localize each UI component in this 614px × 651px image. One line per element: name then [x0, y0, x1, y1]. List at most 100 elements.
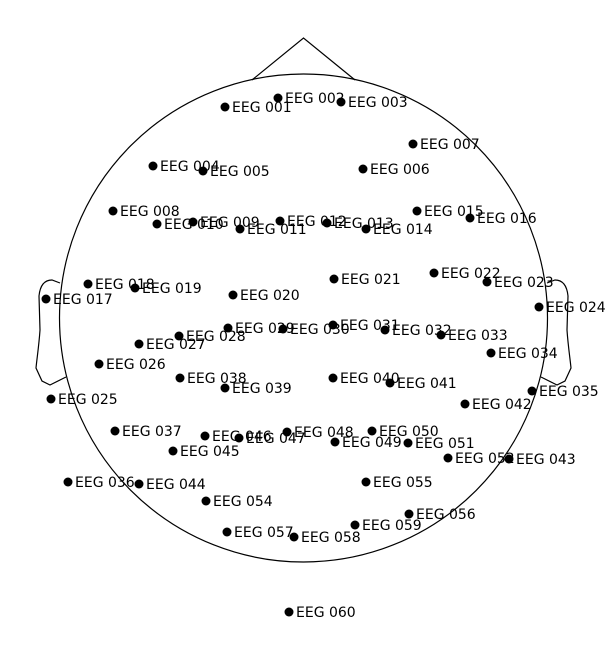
- sensor-marker: EEG 024: [534, 300, 606, 316]
- sensor-dot: [412, 206, 422, 216]
- sensor-marker: EEG 016: [465, 211, 537, 227]
- sensor-marker: EEG 058: [289, 530, 361, 546]
- sensor-label: EEG 015: [424, 204, 484, 220]
- sensor-dot: [278, 324, 288, 334]
- sensor-dot: [220, 102, 230, 112]
- sensor-dot: [465, 213, 475, 223]
- sensor-dot: [350, 520, 360, 530]
- head-circle: [58, 73, 549, 563]
- sensor-marker: EEG 033: [436, 328, 508, 344]
- sensor-label: EEG 043: [516, 452, 576, 468]
- sensor-dot: [63, 477, 73, 487]
- sensor-label: EEG 033: [448, 328, 508, 344]
- sensor-marker: EEG 006: [358, 162, 430, 178]
- sensor-marker: EEG 002: [273, 91, 345, 107]
- sensor-marker: EEG 042: [460, 397, 532, 413]
- sensor-marker: EEG 054: [201, 494, 273, 510]
- sensor-dot: [527, 386, 537, 396]
- sensor-label: EEG 021: [341, 272, 401, 288]
- sensor-marker: EEG 012: [275, 214, 347, 230]
- sensor-dot: [41, 294, 51, 304]
- sensor-dot: [175, 373, 185, 383]
- sensor-dot: [460, 399, 470, 409]
- sensor-marker: EEG 041: [385, 376, 457, 392]
- sensor-dot: [380, 325, 390, 335]
- sensor-dot: [322, 218, 332, 228]
- sensor-marker: EEG 013: [322, 216, 394, 232]
- sensor-dot: [201, 496, 211, 506]
- sensor-marker: EEG 049: [330, 435, 402, 451]
- left-ear-outline: [35, 279, 67, 386]
- sensor-dot: [134, 479, 144, 489]
- sensor-label: EEG 026: [106, 357, 166, 373]
- sensor-dot: [361, 477, 371, 487]
- sensor-label: EEG 007: [420, 137, 480, 153]
- sensor-dot: [228, 290, 238, 300]
- sensor-dot: [284, 607, 294, 617]
- sensor-label: EEG 029: [235, 321, 295, 337]
- sensor-marker: EEG 023: [482, 275, 554, 291]
- sensor-dot: [328, 320, 338, 330]
- sensor-label: EEG 035: [539, 384, 599, 400]
- sensor-dot: [275, 216, 285, 226]
- sensor-label: EEG 055: [373, 475, 433, 491]
- sensor-dot: [130, 283, 140, 293]
- sensor-marker: EEG 005: [198, 164, 270, 180]
- sensor-dot: [482, 277, 492, 287]
- sensor-dot: [534, 302, 544, 312]
- sensor-marker: EEG 048: [282, 425, 354, 441]
- sensor-marker: EEG 043: [504, 452, 576, 468]
- sensor-marker: EEG 020: [228, 288, 300, 304]
- sensor-marker: EEG 001: [220, 100, 292, 116]
- sensor-label: EEG 010: [164, 217, 224, 233]
- sensor-label: EEG 005: [210, 164, 270, 180]
- sensor-dot: [94, 359, 104, 369]
- sensor-dot: [436, 330, 446, 340]
- sensor-dot: [328, 373, 338, 383]
- sensor-dot: [330, 437, 340, 447]
- sensor-dot: [403, 438, 413, 448]
- sensor-label: EEG 024: [546, 300, 606, 316]
- sensor-marker: EEG 059: [350, 518, 422, 534]
- sensor-label: EEG 009: [200, 215, 260, 231]
- sensor-marker: EEG 050: [367, 424, 439, 440]
- sensor-dot: [486, 348, 496, 358]
- sensor-label: EEG 025: [58, 392, 118, 408]
- sensor-marker: EEG 008: [108, 204, 180, 220]
- sensor-marker: EEG 044: [134, 477, 206, 493]
- sensor-dot: [46, 394, 56, 404]
- sensor-label: EEG 045: [180, 444, 240, 460]
- sensor-label: EEG 016: [477, 211, 537, 227]
- sensor-label: EEG 002: [285, 91, 345, 107]
- sensor-label: EEG 001: [232, 100, 292, 116]
- sensor-label: EEG 054: [213, 494, 273, 510]
- sensor-marker: EEG 040: [328, 371, 400, 387]
- sensor-dot: [443, 453, 453, 463]
- sensor-dot: [200, 431, 210, 441]
- sensor-label: EEG 008: [120, 204, 180, 220]
- sensor-label: EEG 060: [296, 605, 356, 621]
- sensor-marker: EEG 014: [361, 222, 433, 238]
- sensor-label: EEG 003: [348, 95, 408, 111]
- sensor-label: EEG 036: [75, 475, 135, 491]
- sensor-dot: [188, 217, 198, 227]
- sensor-marker: EEG 045: [168, 444, 240, 460]
- sensor-marker: EEG 052: [443, 451, 515, 467]
- sensor-label: EEG 018: [95, 277, 155, 293]
- sensor-marker: EEG 037: [110, 424, 182, 440]
- sensor-dot: [110, 426, 120, 436]
- right-ear-outline: [540, 279, 572, 386]
- sensor-marker: EEG 003: [336, 95, 408, 111]
- sensor-dot: [336, 97, 346, 107]
- sensor-dot: [220, 383, 230, 393]
- sensor-label: EEG 012: [287, 214, 347, 230]
- sensor-dot: [152, 219, 162, 229]
- sensor-marker: EEG 034: [486, 346, 558, 362]
- sensor-marker: EEG 039: [220, 381, 292, 397]
- sensor-dot: [134, 339, 144, 349]
- sensor-marker: EEG 011: [235, 222, 307, 238]
- sensor-dot: [404, 509, 414, 519]
- sensor-marker: EEG 007: [408, 137, 480, 153]
- sensor-dot: [198, 166, 208, 176]
